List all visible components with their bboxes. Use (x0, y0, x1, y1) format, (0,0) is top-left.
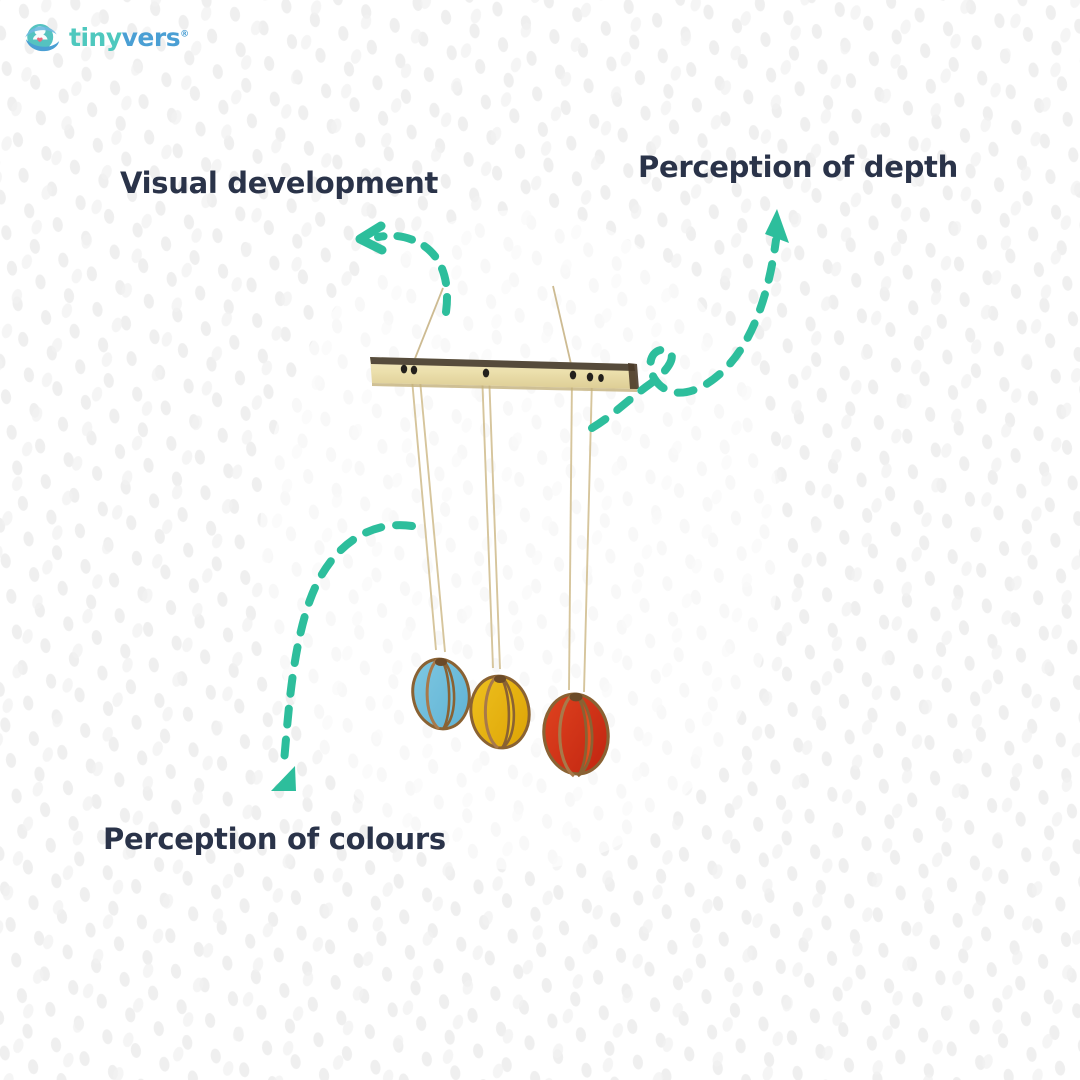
label-perception-of-colours: Perception of colours (103, 822, 446, 856)
trademark-symbol: ® (180, 29, 189, 40)
bar-holes (400, 364, 604, 382)
red-ball (542, 692, 610, 778)
yellow-ball (469, 674, 531, 750)
baby-heart-circle-icon (25, 24, 60, 52)
brand-word-tiny: tiny (69, 22, 122, 52)
brand-wordmark: tinyvers® (69, 25, 189, 50)
arrow-to-perception-of-colours (271, 521, 416, 791)
wooden-hanging-bar (370, 357, 639, 392)
label-perception-of-depth: Perception of depth (638, 150, 958, 184)
hanging-strings (410, 367, 593, 693)
top-hanging-strings (413, 285, 572, 365)
blue-ball (411, 657, 471, 731)
brand-logo[interactable]: tinyvers® (22, 20, 189, 54)
label-visual-development: Visual development (120, 166, 439, 200)
arrow-to-perception-of-depth (588, 209, 789, 432)
brand-word-vers: vers (121, 22, 181, 52)
arrow-to-visual-development (355, 221, 451, 316)
